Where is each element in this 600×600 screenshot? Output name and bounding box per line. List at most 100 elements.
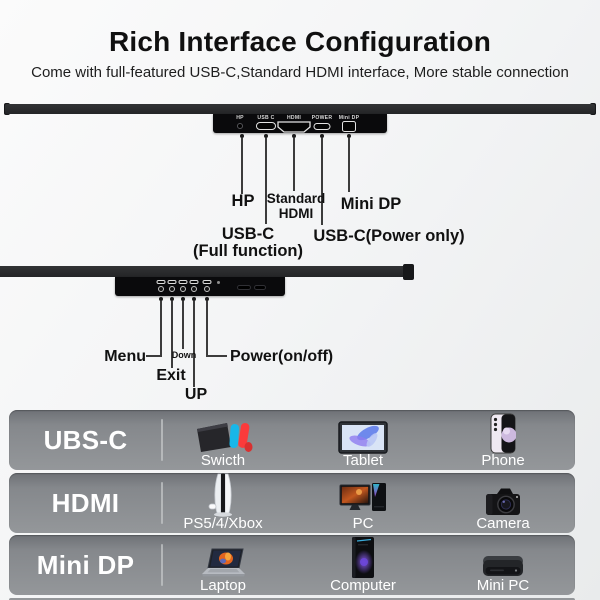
- device-label: PC: [352, 515, 374, 532]
- smartphone-icon: [490, 413, 516, 454]
- partial-row-strip: [9, 598, 575, 600]
- table-cell: Laptop: [158, 535, 288, 595]
- hp-callout: HP: [231, 192, 255, 210]
- device-label: PS5/4/Xbox: [183, 515, 263, 532]
- table-row-hdmi: HDMI PS5/4/Xbox: [9, 473, 575, 533]
- headphone-jack-icon: [237, 123, 243, 129]
- usb-c-port-label: USB C: [257, 115, 275, 121]
- gaming-pc-icon: [339, 483, 386, 511]
- monitor-bottom-edge: [0, 266, 410, 277]
- usb-c-full-callout-line1: USB-C: [221, 225, 275, 243]
- callout-dot: [320, 134, 324, 138]
- callout-dot: [347, 134, 351, 138]
- page-title: Rich Interface Configuration: [108, 26, 492, 57]
- table-cell: PS5/4/Xbox: [158, 473, 288, 533]
- power-button-icon: [202, 280, 212, 284]
- power-usb-c-port-icon: [313, 123, 331, 130]
- down-button-icon: [178, 280, 188, 284]
- callout-dot: [240, 134, 244, 138]
- laptop-icon: [202, 548, 245, 577]
- mini-dp-port-icon: [342, 121, 356, 132]
- callout-dot: [159, 297, 163, 301]
- table-cell: PC: [298, 473, 428, 533]
- speaker-grille-icon: [237, 285, 251, 290]
- divider: [161, 419, 163, 461]
- table-cell: Tablet: [298, 410, 428, 470]
- device-label: Computer: [330, 577, 396, 594]
- nintendo-switch-icon: [197, 423, 253, 452]
- usb-c-full-callout-line2: (Full function): [193, 242, 303, 260]
- dslr-camera-icon: [486, 488, 520, 515]
- device-label: Laptop: [200, 577, 246, 594]
- power-port-label: POWER: [311, 115, 333, 121]
- callout-line: [193, 301, 195, 387]
- page-subtitle: Come with full-featured USB-C,Standard H…: [31, 64, 569, 81]
- callout-dot: [181, 297, 185, 301]
- callout-line: [206, 301, 208, 357]
- power-symbol-icon: [204, 286, 210, 292]
- device-label: Tablet: [342, 452, 384, 469]
- table-cell: Mini PC: [438, 535, 568, 595]
- exit-button-icon: [167, 280, 177, 284]
- callout-line: [182, 301, 184, 349]
- up-button-icon: [189, 280, 199, 284]
- down-symbol-icon: [180, 286, 186, 292]
- divider: [161, 544, 163, 586]
- up-symbol-icon: [191, 286, 197, 292]
- exit-symbol-icon: [169, 286, 175, 292]
- tablet-icon: [338, 421, 388, 454]
- monitor-top-edge: [5, 104, 595, 114]
- ps5-console-icon: [208, 473, 232, 517]
- callout-line: [171, 301, 173, 368]
- mini-dp-callout: Mini DP: [340, 195, 402, 213]
- hdmi-port-label: HDMI: [286, 115, 302, 121]
- button-panel: [115, 277, 285, 296]
- callout-line: [293, 138, 295, 191]
- hp-port-label: HP: [236, 115, 244, 121]
- device-label: Mini PC: [476, 577, 530, 594]
- callout-dot: [170, 297, 174, 301]
- speaker-grille-icon: [254, 285, 266, 290]
- standard-hdmi-callout-line1: Standard: [266, 191, 326, 206]
- table-row-usb-c: UBS-C Swicth Tablet: [9, 410, 575, 470]
- port-panel: HP USB C HDMI POWER Mini DP: [213, 114, 387, 133]
- menu-button-icon: [156, 280, 166, 284]
- up-callout: UP: [184, 386, 208, 403]
- table-cell: Camera: [438, 473, 568, 533]
- callout-line: [160, 301, 162, 357]
- row-header: Mini DP: [36, 549, 135, 580]
- usb-c-port-icon: [256, 122, 276, 130]
- table-cell: Phone: [438, 410, 568, 470]
- usb-c-power-callout: USB-C(Power only): [313, 227, 465, 245]
- row-header: HDMI: [51, 487, 120, 518]
- divider: [161, 482, 163, 524]
- table-cell: Swicth: [158, 410, 288, 470]
- menu-symbol-icon: [158, 286, 164, 292]
- callout-line: [321, 138, 323, 225]
- menu-callout: Menu: [104, 348, 146, 365]
- callout-line: [207, 355, 227, 357]
- callout-line: [265, 138, 267, 224]
- callout-dot: [205, 297, 209, 301]
- callout-line: [348, 138, 350, 192]
- device-label: Camera: [476, 515, 530, 532]
- mini-pc-icon: [483, 556, 523, 576]
- row-header: UBS-C: [43, 424, 128, 455]
- hdmi-port-icon: [277, 121, 311, 133]
- exit-callout: Exit: [156, 367, 186, 384]
- power-callout: Power(on/off): [230, 348, 334, 365]
- table-cell: Computer: [298, 535, 428, 595]
- callout-dot: [264, 134, 268, 138]
- down-callout: Down: [171, 350, 197, 360]
- callout-dot: [192, 297, 196, 301]
- standard-hdmi-callout-line2: HDMI: [278, 206, 314, 221]
- callout-line: [146, 355, 161, 357]
- callout-dot: [292, 134, 296, 138]
- led-indicator-icon: [217, 281, 220, 284]
- desktop-tower-icon: [352, 537, 374, 578]
- device-label: Swicth: [200, 452, 246, 469]
- callout-line: [241, 138, 243, 194]
- device-label: Phone: [481, 452, 525, 469]
- table-row-mini-dp: Mini DP Laptop: [9, 535, 575, 595]
